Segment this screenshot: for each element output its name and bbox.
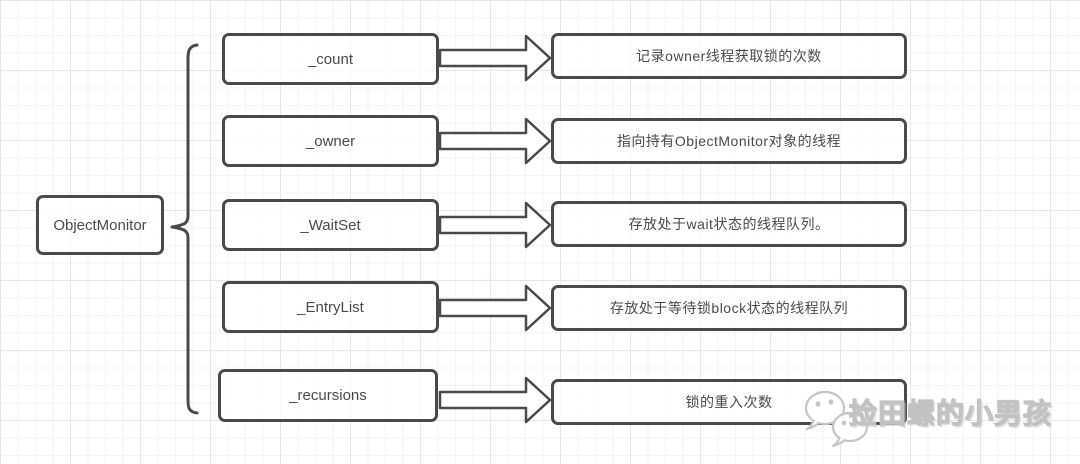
curly-brace-shape	[170, 43, 199, 415]
block-arrow-icon	[438, 376, 552, 424]
desc-waitset-text: 存放处于wait状态的线程队列。	[628, 216, 830, 232]
block-arrow-icon	[438, 34, 552, 82]
node-owner: _owner	[222, 115, 439, 167]
node-waitset-label: _WaitSet	[300, 216, 361, 234]
block-arrow-icon	[438, 117, 552, 165]
desc-recursions: 锁的重入次数	[551, 379, 907, 425]
desc-waitset: 存放处于wait状态的线程队列。	[551, 201, 907, 247]
desc-count-text: 记录owner线程获取锁的次数	[636, 48, 822, 64]
block-arrow-icon	[438, 201, 552, 249]
node-objectmonitor-label: ObjectMonitor	[53, 216, 147, 234]
desc-owner: 指向持有ObjectMonitor对象的线程	[551, 118, 907, 164]
desc-count: 记录owner线程获取锁的次数	[551, 33, 907, 79]
node-objectmonitor: ObjectMonitor	[36, 195, 164, 255]
node-entrylist: _EntryList	[222, 281, 439, 333]
node-waitset: _WaitSet	[222, 199, 439, 251]
node-owner-label: _owner	[305, 132, 356, 150]
block-arrow-icon	[438, 284, 552, 332]
desc-entrylist: 存放处于等待锁block状态的线程队列	[551, 285, 907, 331]
desc-recursions-text: 锁的重入次数	[685, 394, 773, 410]
node-count: _count	[222, 33, 439, 85]
desc-entrylist-text: 存放处于等待锁block状态的线程队列	[609, 300, 849, 316]
node-entrylist-label: _EntryList	[297, 298, 364, 316]
node-count-label: _count	[307, 50, 354, 68]
desc-owner-text: 指向持有ObjectMonitor对象的线程	[616, 133, 842, 149]
watermark-text: 捡田螺的小男孩	[848, 397, 1053, 429]
wechat-icon	[804, 390, 869, 448]
node-recursions: _recursions	[218, 369, 438, 422]
node-recursions-label: _recursions	[289, 387, 367, 404]
